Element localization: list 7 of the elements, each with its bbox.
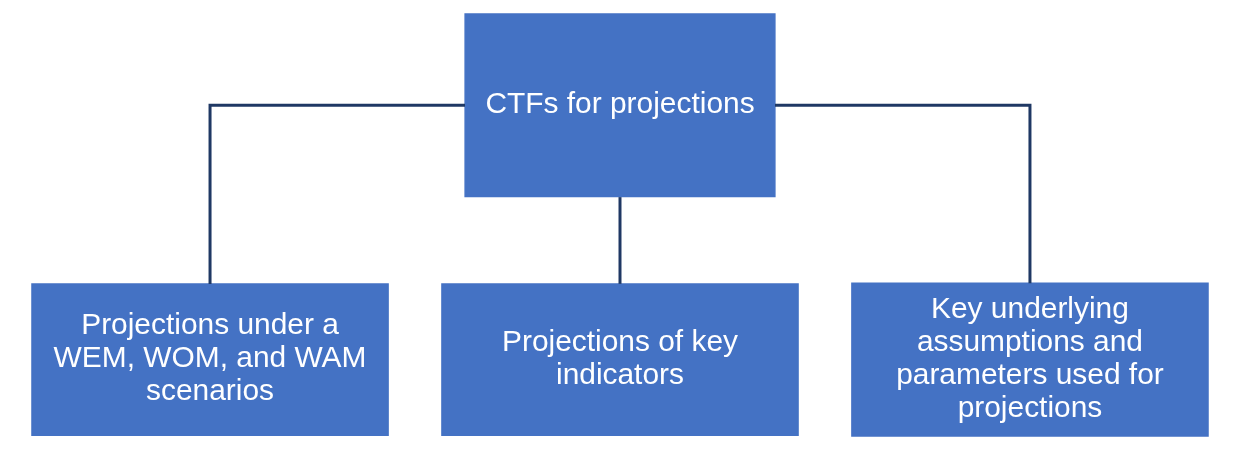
connector (774, 103, 1031, 284)
node-box: Projections of key indicators (440, 283, 799, 436)
node-box: Key underlying assumptions and parameters used for projections (850, 282, 1209, 437)
node-box: CTFs for projections (463, 13, 776, 198)
connector (208, 103, 465, 285)
connector (618, 197, 621, 284)
node-box: Projections under a WEM, WOM, and WAM scenarios (30, 283, 389, 436)
